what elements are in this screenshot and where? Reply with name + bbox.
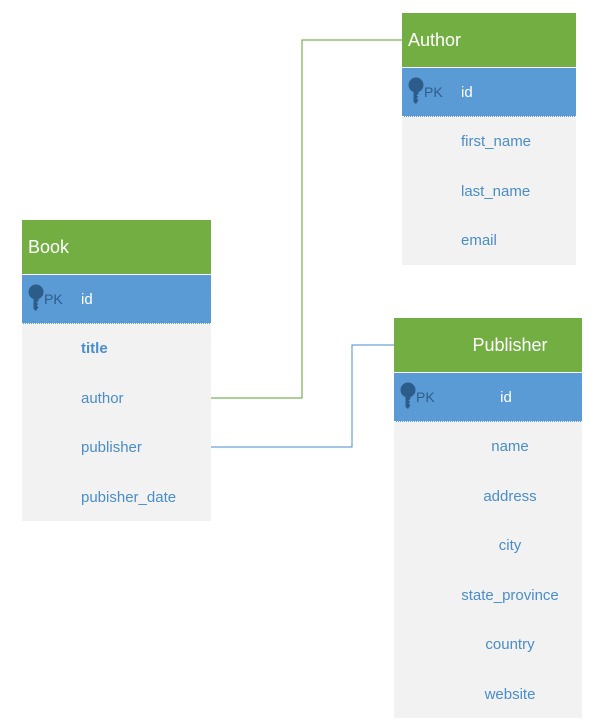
field-row[interactable]: website (394, 670, 582, 720)
pk-label: PK (416, 389, 435, 405)
pk-field: id (500, 388, 512, 406)
field-name: address (483, 487, 537, 505)
field-row[interactable]: city (394, 521, 582, 571)
field-name: email (461, 232, 497, 250)
entity-title: Book (28, 236, 70, 257)
field-row[interactable]: pubisher_date (22, 473, 211, 523)
entity-header: Book (22, 220, 211, 274)
field-name: title (81, 340, 108, 358)
entity-title: Author (408, 29, 462, 50)
field-row[interactable]: state_province (394, 571, 582, 621)
primary-key-row[interactable]: PK id (22, 274, 211, 324)
entity-book[interactable]: Book PK id title author publisher pubish… (22, 220, 211, 521)
field-name: website (484, 685, 536, 703)
field-name: city (498, 537, 522, 555)
field-name: author (81, 389, 124, 407)
field-name: last_name (461, 182, 531, 200)
entity-publisher[interactable]: Publisher PK id name address city state_… (394, 318, 582, 718)
entity-title: Publisher (472, 334, 548, 355)
key-icon (408, 77, 424, 104)
field-row[interactable]: address (394, 472, 582, 522)
field-row[interactable]: author (22, 374, 211, 424)
field-name: name (491, 438, 529, 456)
field-name: pubisher_date (81, 488, 177, 506)
primary-key-row[interactable]: PK id (394, 372, 582, 422)
book-author-connector (211, 39, 402, 399)
primary-key-row[interactable]: PK id (402, 67, 576, 117)
field-name: first_name (461, 133, 532, 151)
key-icon (28, 284, 44, 311)
field-name: state_province (461, 586, 559, 604)
key-icon (400, 382, 416, 409)
field-row[interactable]: last_name (402, 167, 576, 217)
field-row[interactable]: title (22, 324, 211, 374)
field-row[interactable]: name (394, 422, 582, 472)
field-name: country (485, 636, 535, 654)
book-publisher-connector (211, 344, 394, 448)
pk-label: PK (44, 291, 63, 307)
field-row[interactable]: first_name (402, 117, 576, 167)
field-row[interactable]: email (402, 216, 576, 266)
pk-label: PK (424, 84, 443, 100)
entity-header: Publisher (394, 318, 582, 372)
entity-header: Author (402, 13, 576, 67)
field-name: publisher (81, 439, 142, 457)
pk-field: id (461, 83, 473, 101)
field-row[interactable]: publisher (22, 423, 211, 473)
pk-field: id (81, 290, 93, 308)
field-row[interactable]: country (394, 620, 582, 670)
entity-author[interactable]: Author PK id first_name last_name email (402, 13, 576, 265)
